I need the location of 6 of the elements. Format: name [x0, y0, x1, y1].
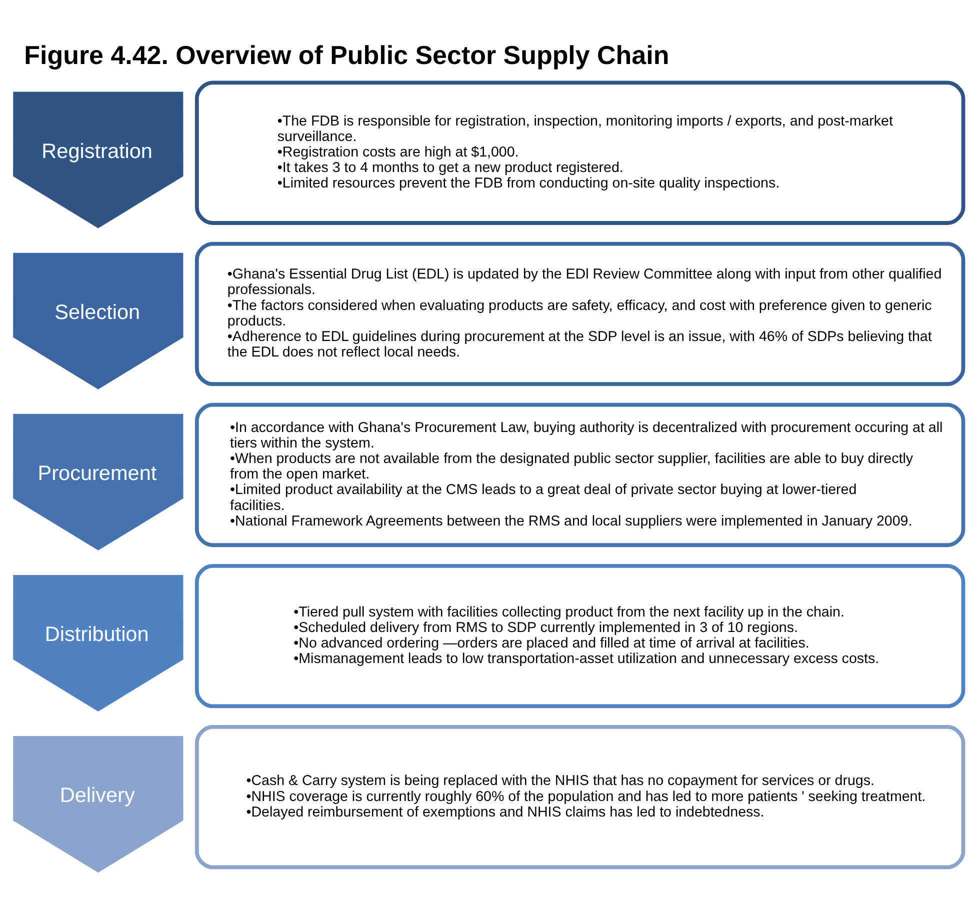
- node-box: •Tiered pull system with facilities collecting product from the next facility up in the chain. •Scheduled delivery from RMS to SDP currently implemented in 3 of 10 regions. •No advanced ordering —orders are placed and filled at time of arrival at facilities. •Mismanagement leads to low transportation-asset utilization and unnecessary excess costs.: [194, 563, 966, 708]
- node-box: •Ghana's Essential Drug List (EDL) is updated by the EDl Review Committee along with input from other qualified professionals. •The factors considered when evaluating products are safety, efficacy, and cost with preference given to generic products. •Adherence to EDL guidelines during procurement at the SDP level is an issue, with 46% of SDPs believing that the EDL does not reflect local needs.: [194, 241, 966, 386]
- node-box: •In accordance with Ghana's Procurement Law, buying authority is decentralized with procurement occuring at all tiers within the system. •When products are not available from the designated public sector supplier, facilities are able to buy directly from the open market. •Limited product availability at the CMS leads to a great deal of private sector buying at lower-tiered facilities. •National Framework Agreements between the RMS and local suppliers were implemented in January 2009.: [194, 402, 966, 547]
- diagram-title: Figure 4.42. Overview of Public Sector Supply Chain: [24, 39, 670, 70]
- node-box: •Cash & Carry system is being replaced with the NHIS that has no copayment for services or drugs. •NHIS coverage is currently roughly 60% of the population and has led to more patients ' seeking treatment. •Delayed reimbursement of exemptions and NHIS claims has led to indebtedness.: [194, 724, 966, 869]
- node-box: •The FDB is responsible for registration, inspection, monitoring imports / exports, and post-market surveillance. •Registration costs are high at $1,000. •It takes 3 to 4 months to get a new product registered. •Limited resources prevent the FDB from conducting on-site quality inspections.: [194, 80, 966, 224]
